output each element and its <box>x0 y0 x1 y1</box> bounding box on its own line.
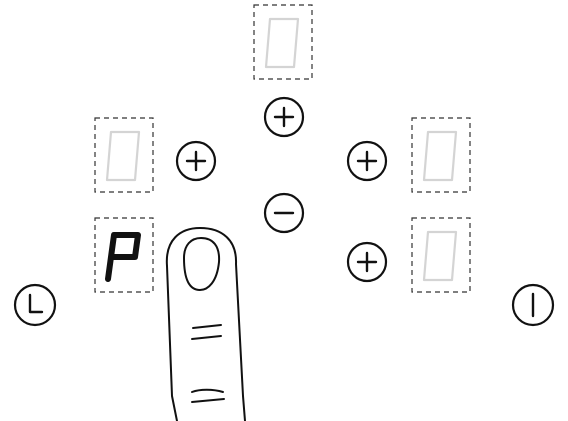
digit-right-upper-zone <box>424 132 456 180</box>
timer-button[interactable] <box>15 285 55 325</box>
fingernail <box>184 238 219 290</box>
finger-pointer-icon <box>167 228 245 421</box>
display-right-lower-zone: 0 <box>412 218 470 292</box>
left-plus-button[interactable] <box>177 142 215 180</box>
display-left-lower-zone: P <box>95 218 153 292</box>
digit-left-upper-zone <box>107 132 139 180</box>
display-left-upper-zone: 0 <box>95 118 153 192</box>
right-lower-plus-button[interactable] <box>348 243 386 281</box>
power-button[interactable] <box>513 285 553 325</box>
right-upper-plus-button[interactable] <box>348 142 386 180</box>
center-minus-button[interactable] <box>265 194 303 232</box>
digit-left-lower-zone-p <box>108 235 138 279</box>
digit-top-zone <box>266 19 298 67</box>
display-right-upper-zone: 0 <box>412 118 470 192</box>
digit-right-lower-zone <box>424 232 456 280</box>
display-top-zone: 0 <box>254 5 312 79</box>
top-plus-button[interactable] <box>265 98 303 136</box>
